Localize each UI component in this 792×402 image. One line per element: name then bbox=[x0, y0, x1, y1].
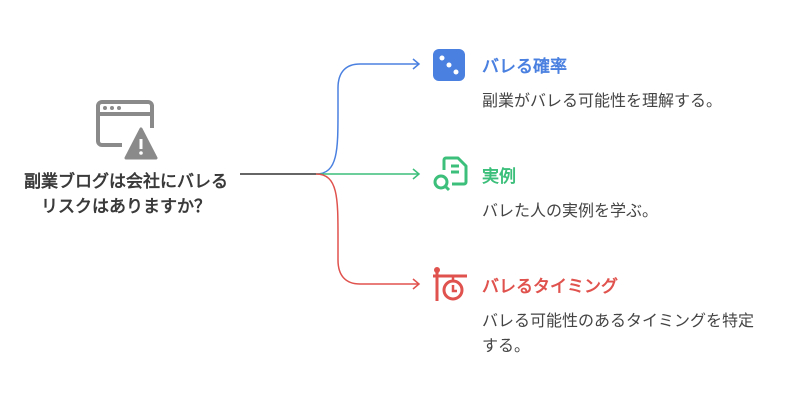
dice-icon bbox=[433, 49, 465, 81]
arrowhead bbox=[412, 168, 421, 180]
hanging-clock-icon bbox=[433, 267, 467, 301]
branch-title-timing: バレるタイミング bbox=[482, 277, 618, 297]
branch-title-probability: バレる確率 bbox=[482, 57, 567, 77]
central-question: 副業ブログは会社にバレるリスクはありますか？ bbox=[24, 172, 228, 217]
branch-line-probability bbox=[315, 63, 418, 175]
browser-warning-icon bbox=[96, 100, 158, 160]
branch-desc-examples: バレた人の実例を学ぶ。 bbox=[482, 201, 659, 220]
document-search-icon bbox=[433, 156, 468, 192]
branch-desc-probability: 副業がバレる可能性を理解する。 bbox=[482, 91, 723, 110]
arrowhead bbox=[412, 58, 421, 70]
branch-desc-timing: バレる可能性のあるタイミングを特定する。 bbox=[482, 311, 755, 355]
branch-title-examples: 実例 bbox=[482, 167, 516, 187]
branch-line-timing bbox=[315, 173, 418, 285]
arrowhead bbox=[412, 278, 421, 290]
